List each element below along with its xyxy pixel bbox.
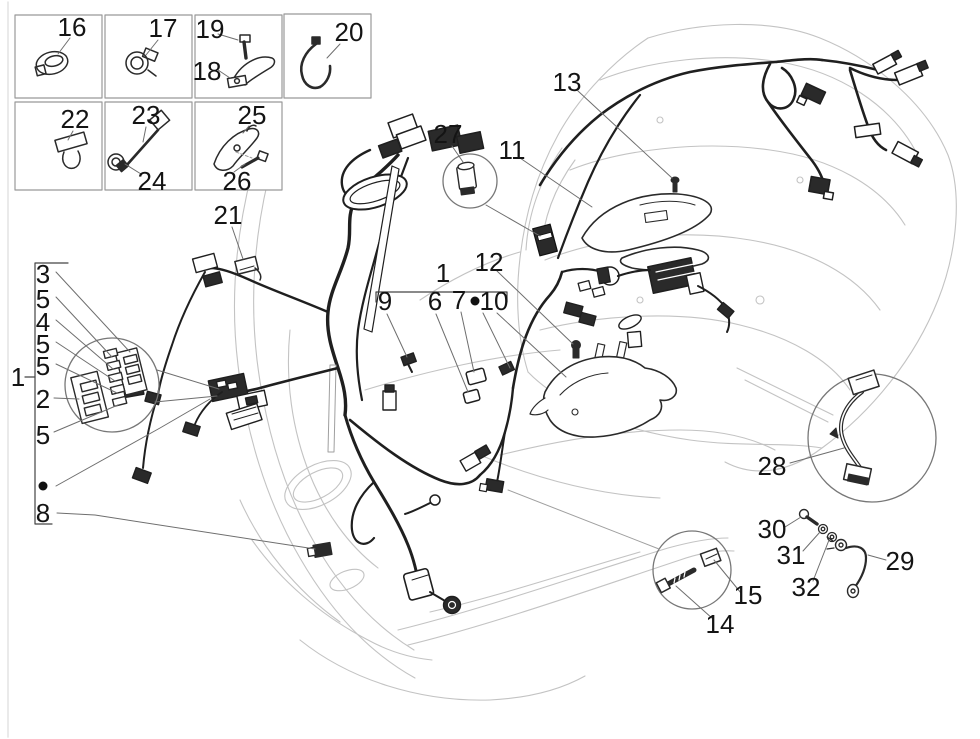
ignition-switch [532, 223, 558, 257]
part-28-circle [807, 373, 937, 503]
part-7-box [465, 367, 487, 386]
fuse-detail-circle [64, 337, 160, 433]
legend-box-17 [104, 14, 193, 99]
bullet-marker-left [38, 481, 48, 491]
part-14-15-detail [655, 547, 722, 594]
screw-30 [798, 508, 819, 526]
callout-21: 21 [213, 200, 243, 230]
handlebar-cover-part [581, 193, 713, 271]
grommet-24-glyph [107, 153, 125, 171]
fuse-block-detail [70, 347, 148, 425]
cable-tie-20-glyph [299, 36, 332, 90]
callout-5d: 5 [35, 420, 51, 450]
ground-strap-29 [826, 536, 868, 599]
callout-19: 19 [195, 14, 225, 44]
callout-2: 2 [35, 384, 51, 414]
detail-circles [64, 153, 937, 610]
bracket-18-glyph [226, 56, 276, 89]
callout-26: 26 [222, 166, 252, 196]
callout-16: 16 [57, 12, 87, 42]
part-28-cable [829, 369, 880, 486]
callout-8: 8 [35, 498, 51, 528]
callout-5b: 5 [35, 329, 51, 359]
legend-box-20 [283, 13, 372, 99]
legend-box-23-24 [104, 101, 193, 191]
bullet-marker-center [470, 296, 480, 306]
right-connector-cluster [560, 256, 735, 349]
horn-connector [442, 595, 462, 615]
clip-21 [234, 255, 262, 281]
part-27-sensor [456, 161, 478, 196]
part-14-15-circle [652, 530, 732, 610]
relay-box [402, 567, 435, 601]
connector-8 [306, 541, 333, 558]
legend-part-glyphs [34, 34, 332, 173]
callout-23: 23 [131, 100, 161, 130]
callout-32: 32 [791, 572, 821, 602]
callout-11: 11 [498, 135, 526, 165]
main-harness [122, 113, 564, 615]
callout-25: 25 [237, 100, 267, 130]
callout-14: 14 [705, 609, 735, 639]
bracket-lines [24, 262, 508, 525]
small-parts [234, 176, 868, 599]
callout-5a: 5 [35, 284, 51, 314]
part-27-circle [442, 153, 498, 209]
bolt-26-glyph [235, 150, 269, 169]
callout-17: 17 [148, 13, 178, 43]
callout-1-center: 1 [435, 258, 451, 288]
callout-13: 13 [552, 67, 582, 97]
screw-12 [571, 340, 581, 359]
callout-28: 28 [757, 451, 787, 481]
connector-rear-low [807, 175, 831, 196]
part-6-box [462, 388, 481, 404]
callout-3: 3 [35, 259, 51, 289]
clip-22-glyph [54, 131, 88, 170]
callout-7: 7 [451, 285, 467, 315]
clamp-17-glyph [125, 47, 159, 77]
callout-10: 10 [479, 286, 509, 316]
callout-24: 24 [137, 166, 167, 196]
screw-13 [670, 176, 680, 193]
leader-lines [53, 33, 887, 620]
callout-9: 9 [377, 286, 393, 316]
callout-29: 29 [885, 546, 915, 576]
callout-6: 6 [427, 286, 443, 316]
callout-15: 15 [733, 580, 763, 610]
callout-22: 22 [60, 104, 90, 134]
ecu-bracket-part [529, 340, 678, 438]
callout-5c: 5 [35, 351, 51, 381]
rear-harness [538, 49, 929, 260]
connector-lambda [800, 82, 827, 105]
callout-4: 4 [35, 307, 51, 337]
callout-31: 31 [776, 540, 806, 570]
callout-20: 20 [334, 17, 364, 47]
connector-tee [853, 122, 882, 139]
washer-31 [817, 523, 829, 535]
callout-30: 30 [757, 514, 787, 544]
bolt-19-glyph [239, 34, 251, 60]
callout-12: 12 [474, 247, 504, 277]
clamp-16-glyph [34, 50, 69, 77]
callout-27: 27 [433, 119, 463, 149]
callout-1-left: 1 [10, 362, 26, 392]
callout-18: 18 [192, 56, 222, 86]
bracket-25-glyph [213, 124, 260, 171]
